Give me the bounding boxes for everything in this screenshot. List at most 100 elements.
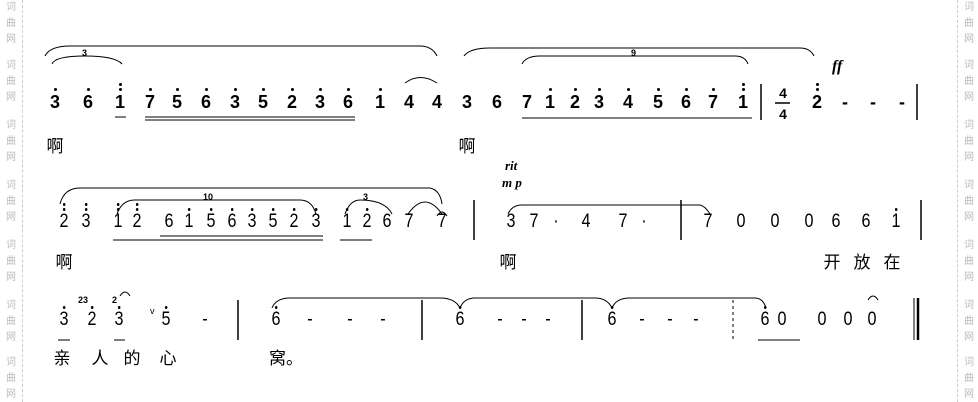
note: 6	[491, 92, 503, 112]
watermark-char: 词	[964, 300, 974, 311]
watermark-char: 词	[964, 2, 974, 13]
note: 7	[404, 211, 414, 232]
dash-extension: -	[202, 309, 208, 330]
watermark-char: 网	[6, 152, 16, 163]
slur	[59, 187, 443, 205]
dash-extension: -	[521, 309, 527, 330]
breath-mark: v	[150, 306, 155, 316]
slur	[507, 204, 711, 215]
note: 6	[227, 208, 237, 232]
watermark-char: 曲	[6, 196, 16, 207]
watermark-char: 曲	[6, 18, 16, 29]
tuplet-number: 3	[82, 48, 88, 58]
watermark-char: 曲	[964, 196, 974, 207]
dynamic-ff: ff	[832, 58, 843, 75]
note: 6	[342, 88, 354, 112]
note: ·	[553, 211, 559, 232]
slur	[404, 77, 438, 84]
note: 3	[114, 306, 124, 330]
dash-extension: -	[497, 309, 503, 330]
dash-extension: -	[639, 309, 645, 330]
tuplet-bracket	[116, 199, 317, 215]
note: 5	[171, 88, 183, 112]
watermark-char: 网	[6, 34, 16, 45]
watermark-char: 词	[964, 120, 974, 131]
lyric: 啊	[458, 137, 476, 157]
dash-extension: -	[870, 92, 876, 112]
watermark-char: 词	[964, 180, 974, 191]
slur	[44, 45, 438, 57]
note: 3	[247, 208, 257, 232]
watermark: 词曲网	[4, 238, 18, 286]
dynamic-mp: m p	[502, 175, 522, 190]
lyric: 在	[883, 253, 901, 273]
watermark-char: 网	[6, 332, 16, 343]
note: 6	[200, 88, 212, 112]
watermark-char: 曲	[6, 136, 16, 147]
note: 2	[132, 203, 142, 232]
note: 7	[618, 211, 628, 232]
note: 6	[271, 306, 281, 330]
watermark: 词曲网	[962, 118, 976, 166]
note: 1	[184, 208, 194, 232]
dash-extension: -	[667, 309, 673, 330]
note: 7	[529, 211, 539, 232]
note: 6	[861, 211, 871, 232]
note: 0	[770, 211, 780, 232]
time-signature-top: 4	[779, 85, 787, 101]
note: 7	[707, 88, 719, 112]
lyric: 人	[91, 349, 109, 369]
note: 7	[437, 211, 447, 232]
watermark-char: 曲	[964, 316, 974, 327]
note: 0	[736, 211, 746, 232]
tuplet-bracket	[521, 55, 749, 65]
watermark: 词曲网	[962, 178, 976, 226]
watermark: 词曲网	[962, 58, 976, 106]
lyric: 亲	[53, 349, 71, 369]
dash-extension: -	[545, 309, 551, 330]
note: 3	[461, 92, 473, 112]
note: 0	[804, 211, 814, 232]
watermark-char: 网	[6, 212, 16, 223]
note: 7	[144, 88, 156, 112]
watermark-char: 曲	[6, 316, 16, 327]
note: 6	[831, 211, 841, 232]
note: ·	[641, 211, 647, 232]
note: 6	[382, 211, 392, 232]
watermark-char: 曲	[6, 373, 16, 384]
note: 5	[652, 88, 664, 112]
note: 1	[342, 208, 352, 232]
watermark-char: 曲	[964, 373, 974, 384]
watermark-char: 网	[6, 389, 16, 400]
note: 1	[114, 83, 126, 112]
note: 1	[113, 203, 123, 232]
watermark-char: 词	[6, 300, 16, 311]
dash-extension: -	[693, 309, 699, 330]
tuplet-number: 3	[363, 192, 369, 202]
watermark-char: 词	[6, 357, 16, 368]
watermark-char: 词	[6, 180, 16, 191]
lyric: 心	[159, 349, 177, 369]
note: 3	[229, 88, 241, 112]
note: 1	[891, 208, 901, 232]
slur	[407, 201, 443, 215]
note: 3	[81, 203, 91, 232]
fermata-icon	[436, 211, 448, 217]
slur	[271, 297, 767, 310]
note: 6	[680, 88, 692, 112]
dash-extension: -	[347, 309, 353, 330]
note: 2	[59, 203, 69, 232]
watermark-char: 词	[6, 120, 16, 131]
note: 2	[811, 83, 823, 112]
watermark-char: 网	[964, 212, 974, 223]
dash-extension: -	[380, 309, 386, 330]
note: 6	[164, 211, 174, 232]
note: 0	[843, 309, 853, 330]
lyric: 啊	[55, 253, 73, 273]
right-margin-line	[957, 0, 958, 402]
dash-extension: -	[899, 92, 905, 112]
dash-extension: -	[842, 92, 848, 112]
watermark-char: 曲	[964, 256, 974, 267]
note: 1	[737, 83, 749, 112]
